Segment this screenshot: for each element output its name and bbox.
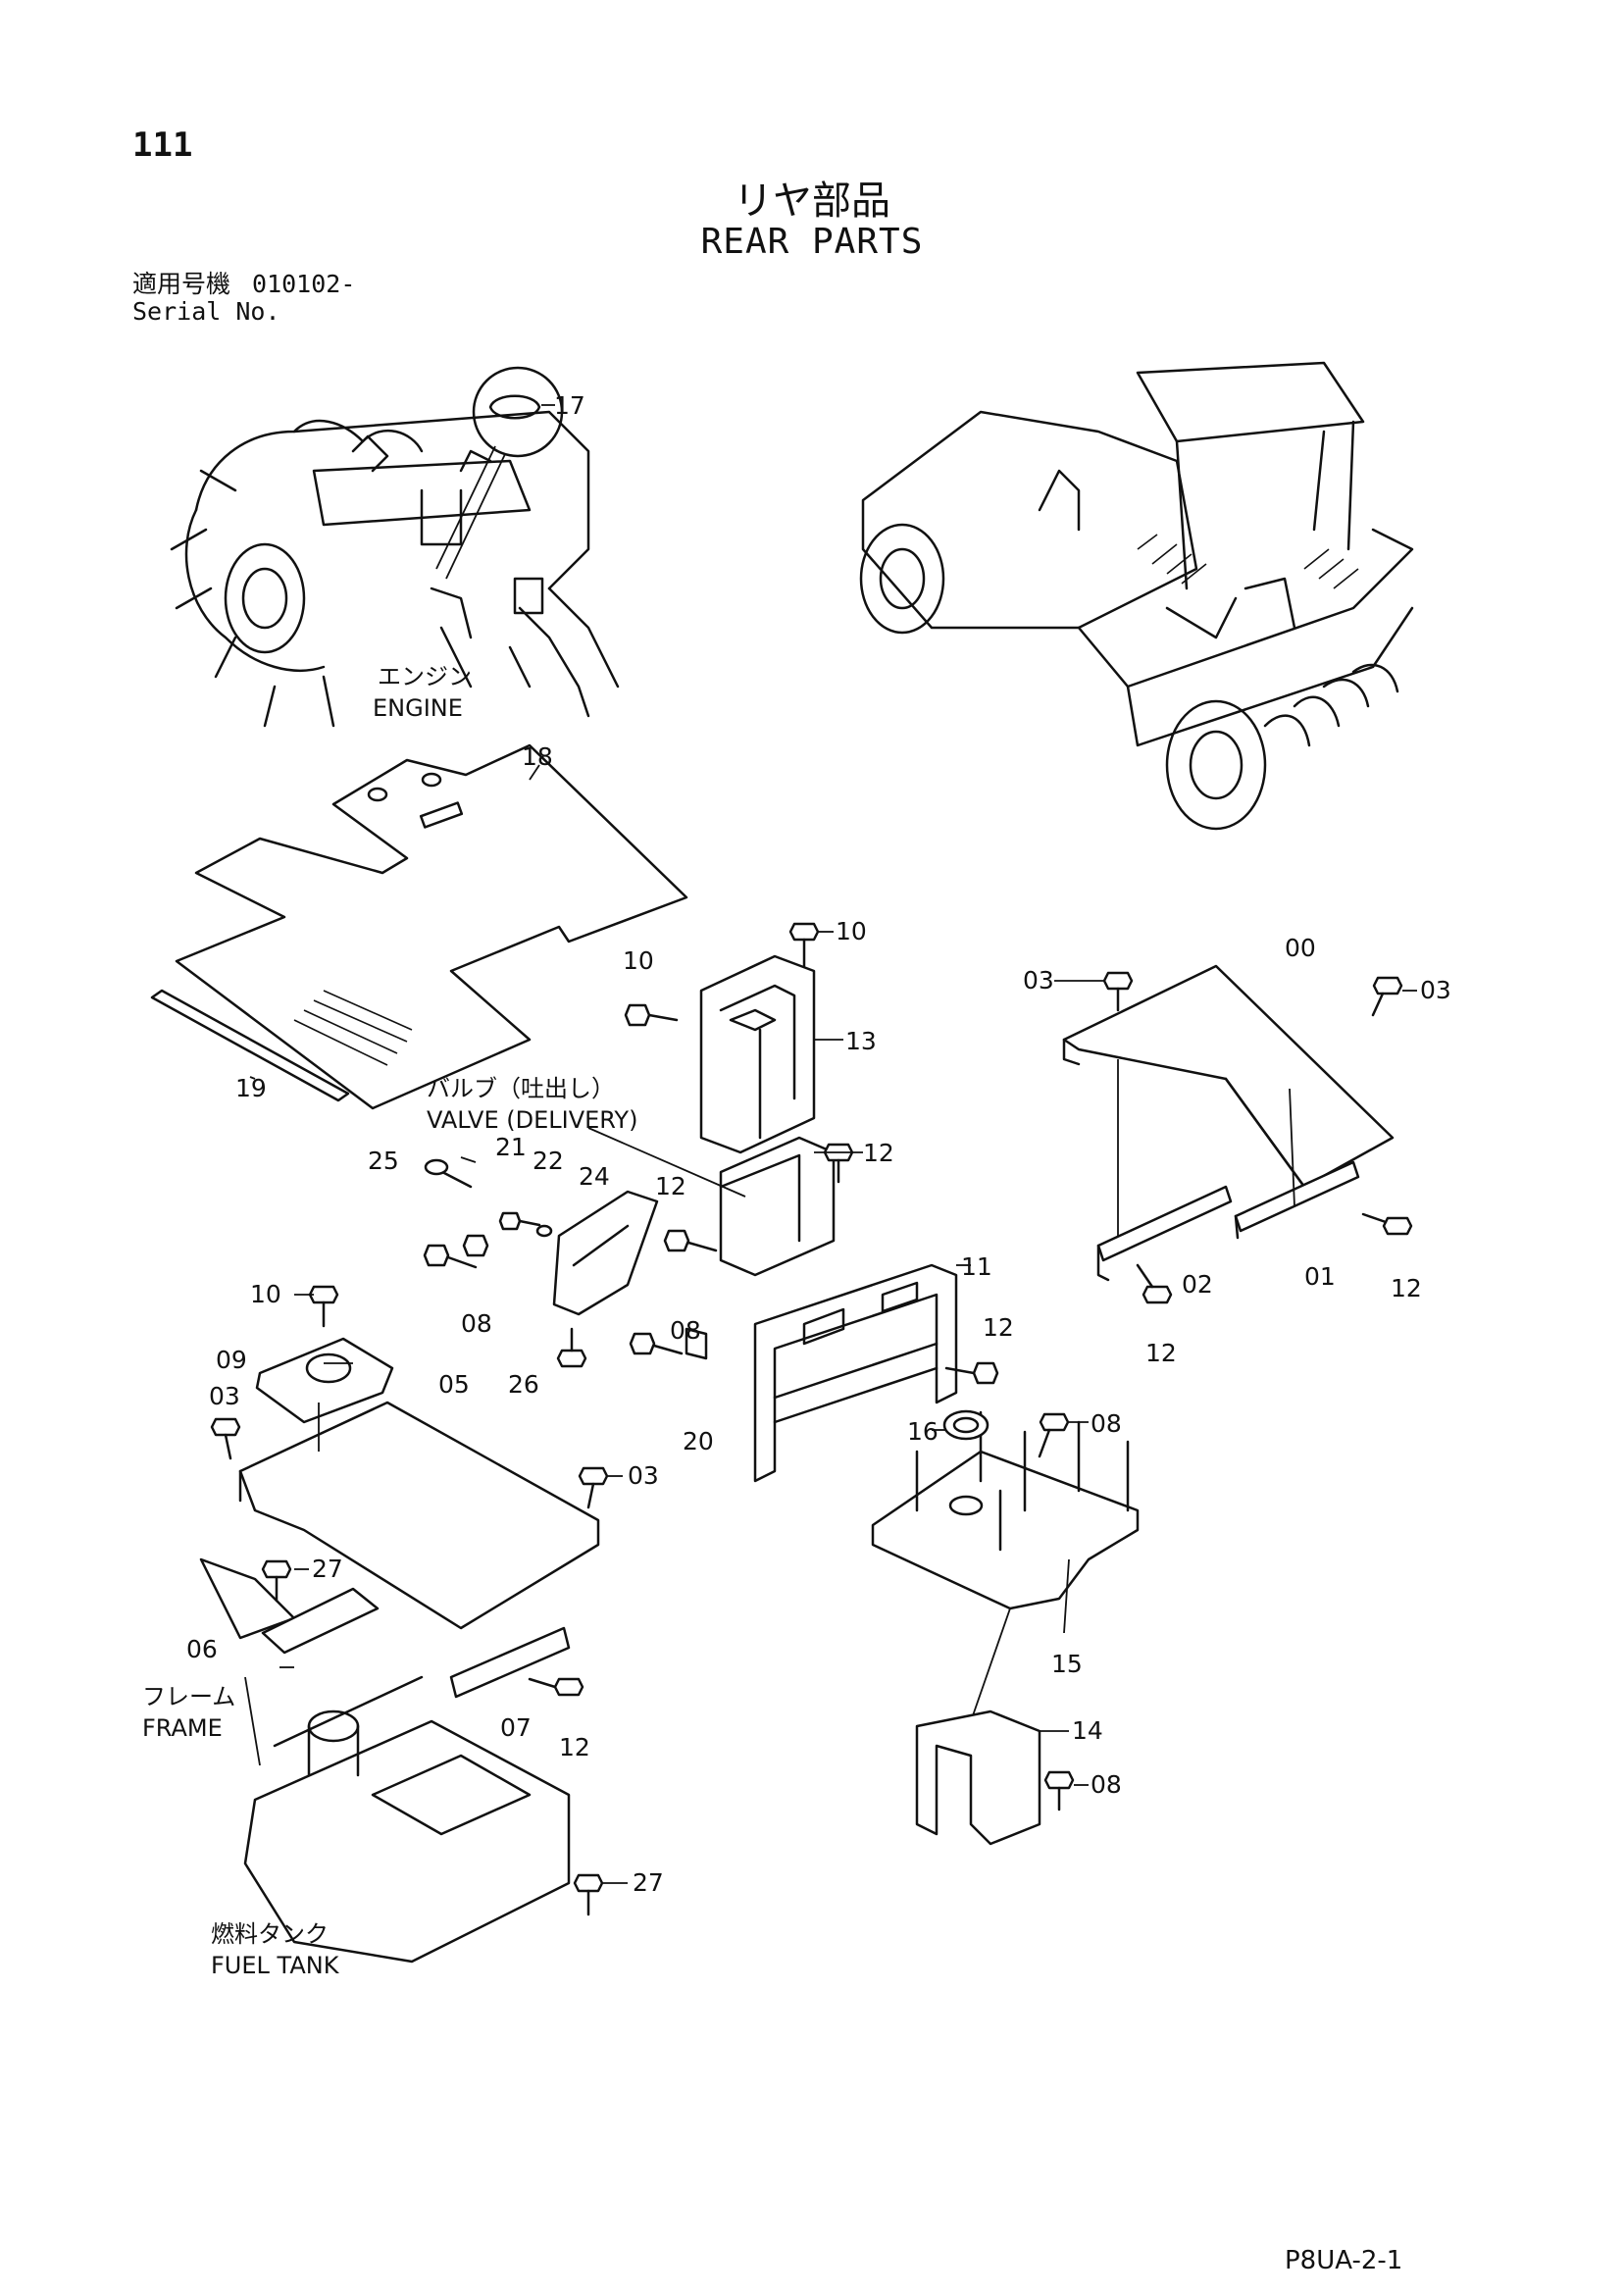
callout-03: 03 xyxy=(628,1461,659,1490)
callout-03: 03 xyxy=(1023,966,1054,995)
page-title-jp: リヤ部品 xyxy=(734,179,890,224)
detail-circle xyxy=(472,366,564,458)
callout-15: 15 xyxy=(1051,1650,1083,1678)
engine-illustration xyxy=(170,410,620,728)
callout-12: 12 xyxy=(863,1139,894,1167)
callout-08: 08 xyxy=(670,1316,701,1345)
bolt-icons xyxy=(210,922,1413,1916)
callout-14: 14 xyxy=(1072,1716,1103,1745)
fuel-tank-label: FUEL TANK xyxy=(211,1952,340,1979)
callout-03: 03 xyxy=(209,1382,240,1410)
callout-27: 27 xyxy=(633,1868,664,1897)
frame-label: FRAME xyxy=(142,1714,223,1742)
callout-12: 12 xyxy=(559,1733,590,1761)
callout-07: 07 xyxy=(500,1713,532,1742)
callout-19: 19 xyxy=(235,1074,267,1102)
callout-03: 03 xyxy=(1420,976,1451,1004)
lower-cover xyxy=(238,1401,600,1630)
callout-10: 10 xyxy=(250,1280,281,1308)
callout-06: 06 xyxy=(186,1635,218,1663)
clamp-17-shape xyxy=(488,394,541,420)
roller-machine-illustration xyxy=(859,361,1414,831)
base-plate xyxy=(871,1410,1140,1610)
callout-20: 20 xyxy=(683,1427,714,1455)
callout-17: 17 xyxy=(554,391,585,420)
serial-label-jp: 適用号機 xyxy=(132,270,231,298)
callout-22: 22 xyxy=(533,1147,564,1175)
callout-00: 00 xyxy=(1285,934,1316,962)
engine-label: ENGINE xyxy=(373,694,463,722)
fuel-tank-label-jp: 燃料タンク xyxy=(211,1920,329,1948)
callout-16: 16 xyxy=(907,1417,939,1446)
engine-label-jp: エンジン xyxy=(378,663,472,690)
frame-label-jp: フレーム xyxy=(142,1683,235,1710)
callout-08: 08 xyxy=(461,1309,492,1338)
callout-18: 18 xyxy=(522,742,553,771)
serial-info: 適用号機 010102- Serial No. xyxy=(132,271,377,326)
mount-bracket xyxy=(552,1190,659,1316)
footer-code: P8UA-2-1 xyxy=(1285,2246,1403,2275)
cover-bracket-07 xyxy=(449,1626,571,1699)
callout-25: 25 xyxy=(368,1147,399,1175)
callout-26: 26 xyxy=(508,1370,539,1399)
small-plate xyxy=(255,1337,394,1424)
callout-01: 01 xyxy=(1304,1262,1336,1291)
page-number: 111 xyxy=(132,126,193,165)
callout-ticks xyxy=(294,931,1417,1884)
strip xyxy=(150,989,350,1102)
valve-cover-bracket xyxy=(699,954,816,1154)
serial-label-en: Serial No. xyxy=(132,297,280,326)
seal-ring xyxy=(942,1409,990,1441)
rear-cover-right xyxy=(1062,964,1395,1282)
callout-21: 21 xyxy=(495,1133,527,1161)
callout-09: 09 xyxy=(216,1346,247,1374)
callout-12: 12 xyxy=(983,1313,1014,1342)
lower-bracket xyxy=(915,1709,1041,1846)
callout-27: 27 xyxy=(312,1555,343,1583)
valve-label-jp: バルブ（吐出し） xyxy=(427,1075,615,1102)
leader-lines xyxy=(249,764,1070,1732)
callout-24: 24 xyxy=(579,1162,610,1191)
callout-numbers: 17 18 19 10 10 13 12 12 11 12 25 21 22 2… xyxy=(186,391,1451,1897)
fuel-tank xyxy=(243,1675,571,1964)
cover-bracket-06 xyxy=(261,1587,380,1655)
valve-label: VALVE (DELIVERY) xyxy=(427,1106,637,1134)
callout-10: 10 xyxy=(623,946,654,975)
page-title: REAR PARTS xyxy=(700,222,924,262)
callout-11: 11 xyxy=(961,1252,992,1281)
callout-12: 12 xyxy=(1391,1274,1422,1302)
callout-10: 10 xyxy=(836,917,867,945)
callout-08: 08 xyxy=(1091,1770,1122,1799)
callout-08: 08 xyxy=(1091,1409,1122,1438)
rear-frame xyxy=(753,1263,958,1483)
valve-delivery-box xyxy=(719,1136,836,1277)
callout-12: 12 xyxy=(1145,1339,1177,1367)
callout-12: 12 xyxy=(655,1172,686,1200)
serial-value: 010102- xyxy=(252,270,356,298)
callout-02: 02 xyxy=(1182,1270,1213,1299)
floor-mat xyxy=(175,743,688,1110)
callout-05: 05 xyxy=(438,1370,470,1399)
callout-13: 13 xyxy=(845,1027,877,1055)
